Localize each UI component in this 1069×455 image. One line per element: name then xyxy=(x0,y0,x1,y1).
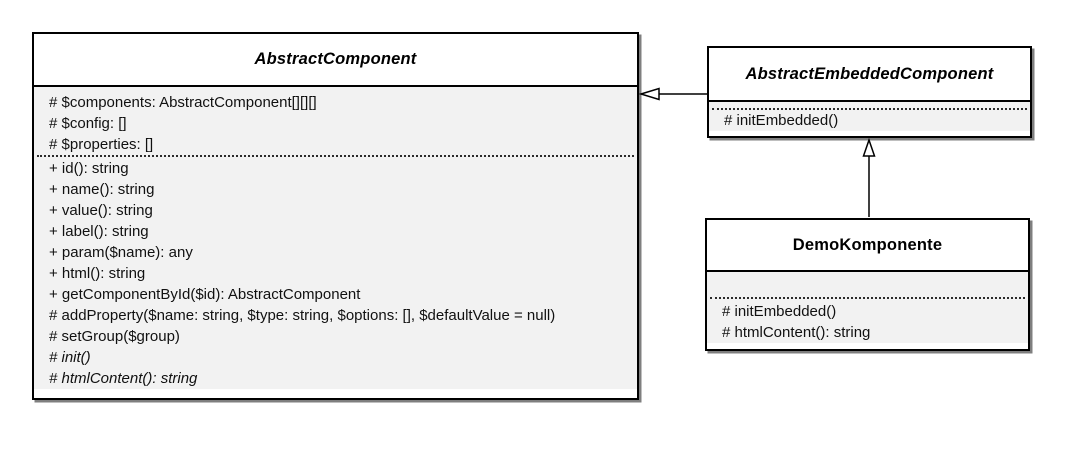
generalization-arrow-embedded-to-abstract xyxy=(638,87,707,101)
class-body-demo-komponente: # initEmbedded() # htmlContent(): string xyxy=(707,272,1028,343)
member-row: # $properties: [] xyxy=(49,136,154,153)
member-row: # htmlContent(): string xyxy=(722,324,871,341)
generalization-arrow-demo-to-embedded xyxy=(862,137,876,217)
member-row: # init() xyxy=(49,349,91,366)
member-row: # initEmbedded() xyxy=(724,112,839,129)
member-row: + getComponentById($id): AbstractCompone… xyxy=(49,286,361,303)
hollow-triangle-icon xyxy=(638,87,660,101)
member-row: + name(): string xyxy=(49,181,155,198)
class-box-abstract-embedded-component[interactable]: AbstractEmbeddedComponent # initEmbedded… xyxy=(707,46,1032,138)
method-list-abstract-embedded-component: # initEmbedded() xyxy=(709,110,1030,131)
member-row: + param($name): any xyxy=(49,244,193,261)
attribute-list-demo-komponente xyxy=(707,272,1028,297)
class-title-demo-komponente: DemoKomponente xyxy=(707,220,1028,272)
class-box-abstract-component[interactable]: AbstractComponent # $components: Abstrac… xyxy=(32,32,639,400)
member-row: # $components: AbstractComponent[][][] xyxy=(49,94,317,111)
hollow-triangle-icon xyxy=(862,137,876,157)
method-list-demo-komponente: # initEmbedded() # htmlContent(): string xyxy=(707,299,1028,343)
member-row: + value(): string xyxy=(49,202,153,219)
class-title-abstract-component: AbstractComponent xyxy=(34,34,637,87)
attributes-methods-divider xyxy=(37,155,634,157)
attributes-methods-divider xyxy=(712,108,1027,110)
member-row: + label(): string xyxy=(49,223,149,240)
class-body-abstract-embedded-component: # initEmbedded() xyxy=(709,102,1030,131)
member-row: # initEmbedded() xyxy=(722,303,837,320)
class-box-demo-komponente[interactable]: DemoKomponente # initEmbedded() # htmlCon… xyxy=(705,218,1030,351)
method-list-abstract-component: + id(): string + name(): string + value():… xyxy=(34,157,637,389)
class-body-abstract-component: # $components: AbstractComponent[][][] # … xyxy=(34,87,637,389)
member-row: # htmlContent(): string xyxy=(49,370,198,387)
member-row: + id(): string xyxy=(49,160,129,177)
attribute-list-abstract-component: # $components: AbstractComponent[][][] # … xyxy=(34,87,637,155)
member-row: # setGroup($group) xyxy=(49,328,180,345)
member-row: # addProperty($name: string, $type: stri… xyxy=(49,307,556,324)
member-row: # $config: [] xyxy=(49,115,127,132)
class-title-abstract-embedded-component: AbstractEmbeddedComponent xyxy=(709,48,1030,102)
member-row: + html(): string xyxy=(49,265,146,282)
attributes-methods-divider xyxy=(710,297,1025,299)
